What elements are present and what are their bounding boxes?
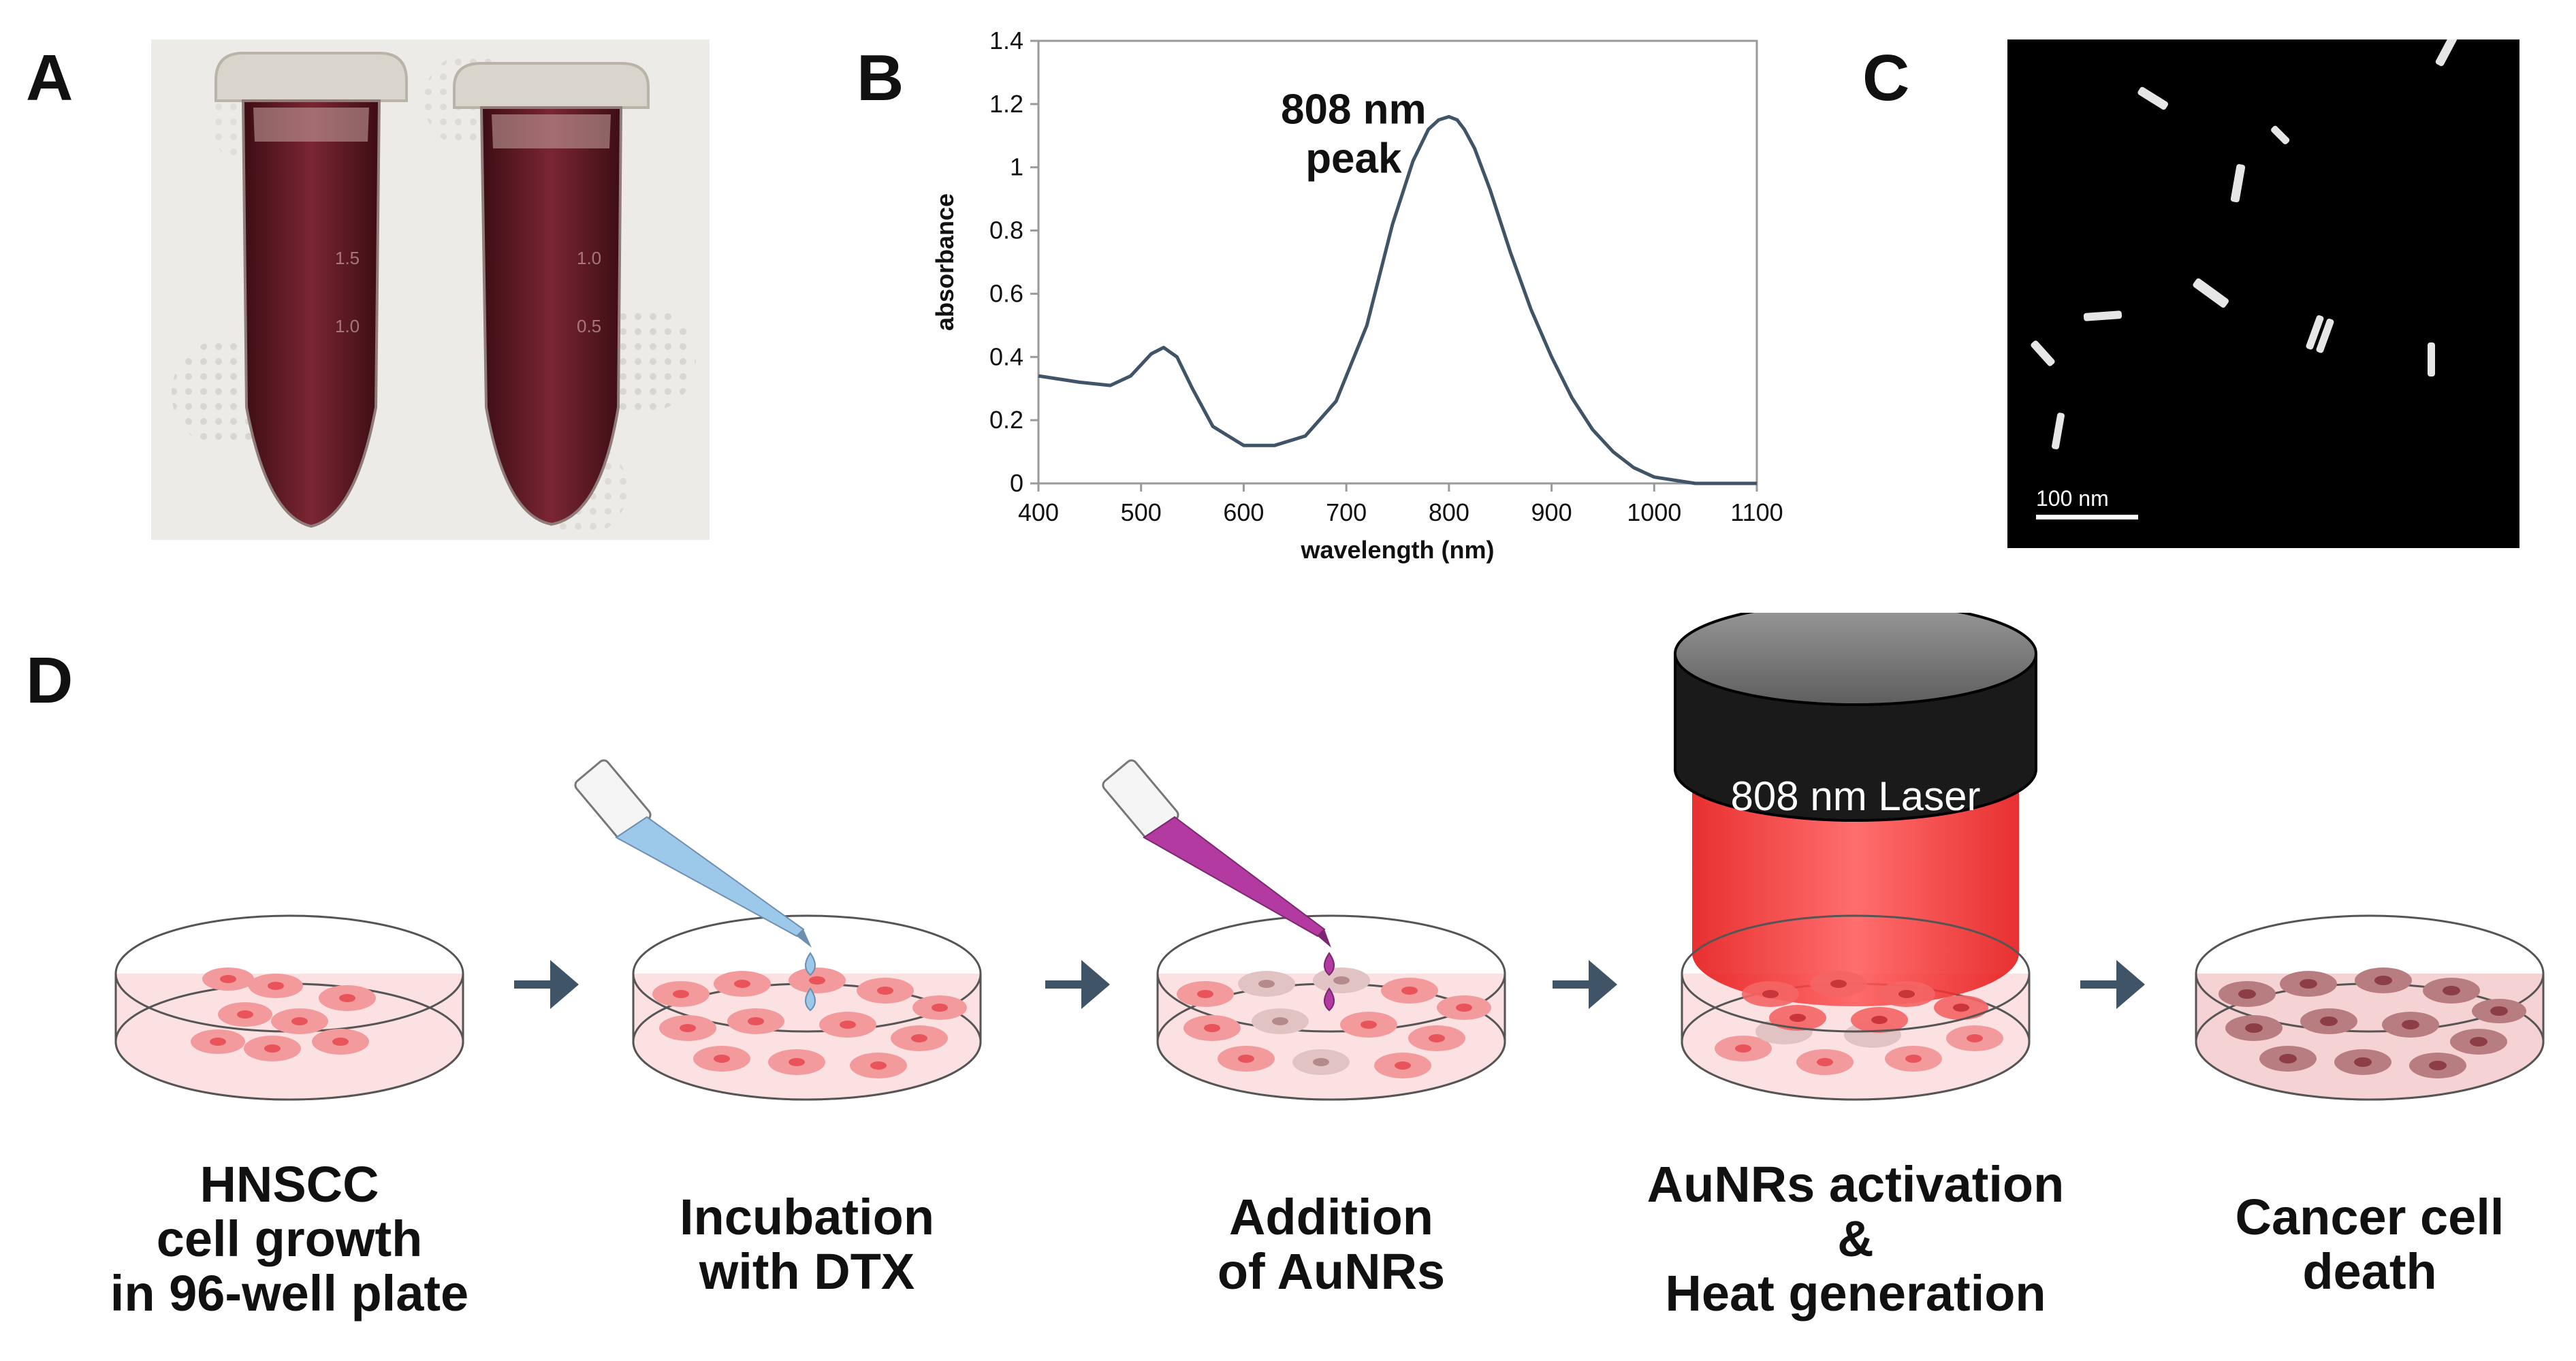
x-axis-label: wavelength (nm) [1300,536,1494,564]
flow-arrow-4 [2080,960,2145,1009]
x-tick-label: 600 [1223,498,1264,526]
x-tick-label: 1100 [1730,498,1783,526]
pipette-dtx [574,759,812,948]
laser-device [1674,613,2037,822]
gold-nanorods [2031,39,2458,449]
nanorod [2428,342,2435,377]
panel-label-c: C [1862,42,1910,114]
tube-photo: 1.5 1.0 1.0 0.5 [151,39,710,540]
dtx-drop-2 [805,987,816,1012]
pipette-aunr [1102,759,1331,948]
flow-arrow-3 [1553,960,1617,1009]
x-tick-label: 700 [1326,498,1367,526]
step-caption-laser-activation: AuNRs activation & Heat generation [1647,1156,2065,1322]
aunr-drop-2 [1324,987,1335,1012]
flow-arrow-1 [514,960,579,1009]
dish-cell-growth [114,914,464,1101]
laser-label: 808 nm Laser [1731,773,1981,819]
aunr-drop-1 [1324,952,1335,976]
y-axis-label: absorbance [931,193,959,331]
x-tick-label: 500 [1121,498,1162,526]
tube-right: 1.0 0.5 [453,62,650,526]
panel-label-d: D [26,644,74,717]
y-tick-label: 1 [1010,153,1023,181]
tube-left-graduation-1: 1.5 [335,248,360,268]
absorbance-series-line [1038,114,1757,485]
y-tick-label: 1.4 [989,27,1023,54]
tube-left-graduation-2: 1.0 [335,316,360,336]
step-caption-aunr-addition: Addition of AuNRs [1217,1189,1446,1300]
peak-annotation-line-2: peak [1305,135,1402,182]
scale-bar-label: 100 nm [2036,486,2109,511]
tem-image: 100 nm [2007,39,2519,548]
plot-frame [1037,39,1758,485]
nanorod [2193,278,2229,308]
dish-aunr-addition [1102,759,1506,1101]
flow-arrow-2 [1045,960,1110,1009]
dish-laser-activation: 808 nm Laser [1674,613,2037,1101]
nanorod [2137,86,2169,110]
y-tick-label: 1.2 [989,90,1023,118]
step-caption-cell-growth: HNSCC cell growth in 96-well plate [110,1156,469,1322]
x-tick-label: 400 [1018,498,1059,526]
nanorod [2271,125,2290,144]
peak-annotation-line-1: 808 nm [1281,86,1427,133]
x-tick-label: 900 [1531,498,1572,526]
step-caption-dtx-incubation: Incubation with DTX [679,1189,935,1300]
x-tick-label: 800 [1429,498,1469,526]
y-tick-label: 0.2 [989,406,1023,434]
y-tick-label: 0.8 [989,217,1023,244]
panel-label-a: A [26,42,74,114]
nanorod [2031,340,2055,366]
dish-dtx-incubation [574,759,982,1101]
nanorod [2052,413,2065,449]
dish-cell-death [2195,914,2545,1101]
y-tick-label: 0.6 [989,279,1023,307]
scale-bar [2036,515,2138,519]
nanorod [2306,315,2324,350]
panel-label-b: B [857,42,904,114]
tube-right-graduation-1: 1.0 [577,248,601,268]
tube-right-graduation-2: 0.5 [577,316,601,336]
nanorod [2083,310,2122,321]
nanorod [2316,318,2334,353]
absorbance-chart: 400 500 600 700 800 900 1000 1100 0 0.2 0.4 0.6 0.8 1… [931,27,1783,564]
y-tick-label: 0.4 [989,342,1023,370]
step-caption-cell-death: Cancer cell death [2235,1189,2505,1300]
tube-left: 1.5 1.0 [214,52,408,528]
nanorod [2230,164,2246,203]
nanorod [2435,39,2458,67]
x-tick-label: 1000 [1627,498,1681,526]
dtx-drop-1 [805,952,816,976]
y-tick-label: 0 [1010,469,1023,497]
laser-beam [1692,763,2019,1033]
workflow-diagram: 808 nm Laser [114,613,2545,1101]
